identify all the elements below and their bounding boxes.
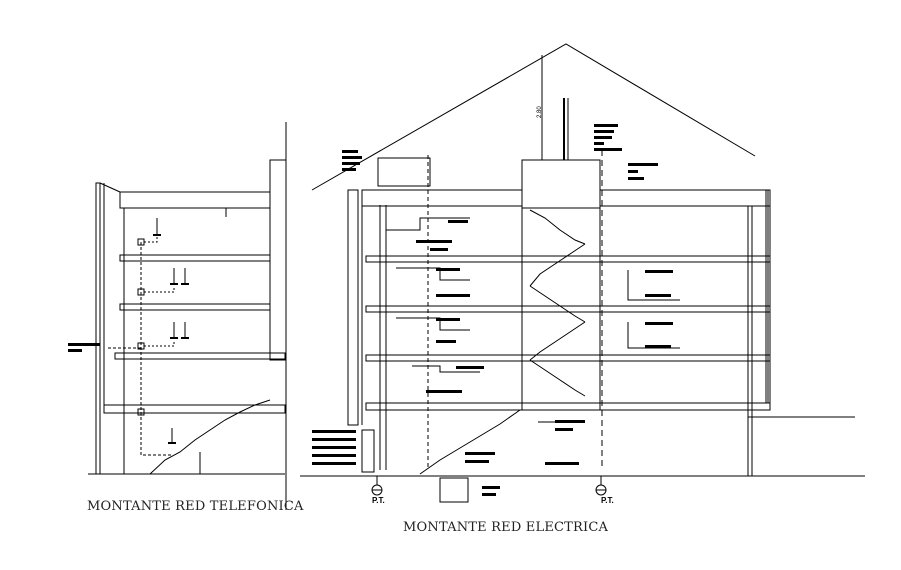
slab-1 <box>365 402 771 411</box>
junction-box-1 <box>137 408 145 416</box>
stair-tower <box>521 159 601 209</box>
roof-slab <box>119 191 271 209</box>
cad-label-blocks <box>312 124 673 496</box>
roof-slab-left <box>361 189 523 207</box>
ground-electrode-right <box>595 476 607 496</box>
slab-4 <box>365 255 771 263</box>
roof-edge-left <box>99 182 121 193</box>
slab-floor-2 <box>114 352 286 360</box>
ground-label-left: P.T. <box>372 496 385 505</box>
telephone-riser-caption: MONTANTE RED TELEFONICA <box>87 499 304 514</box>
roof-slab-right <box>599 189 771 207</box>
right-wall-left-section <box>269 159 287 361</box>
electric-riser-caption: MONTANTE RED ELECTRICA <box>403 520 609 535</box>
telephone-riser-line <box>140 242 172 456</box>
slab-2 <box>365 354 771 362</box>
slab-floor-3 <box>119 303 271 311</box>
stair-run-left <box>149 399 271 475</box>
ground-label-right: P.T. <box>601 496 614 505</box>
right-elevation-strip <box>767 189 771 404</box>
slab-floor-1 <box>103 404 286 414</box>
roof-outline <box>311 43 756 191</box>
mast-dimension-label: 2.80 <box>537 106 543 118</box>
main-panel-box <box>439 477 469 503</box>
note-blocks-left <box>68 343 100 352</box>
circuit-branches <box>386 217 680 423</box>
distribution-board <box>361 429 375 473</box>
ground-electrode-left <box>371 476 383 496</box>
facade-wall-left <box>347 189 359 426</box>
left-wall <box>95 182 101 475</box>
electric-riser-section <box>300 43 865 503</box>
slab-floor-4 <box>119 254 271 262</box>
roof-panel-box <box>377 157 431 187</box>
stair-flights <box>419 209 586 475</box>
telephone-riser-section <box>68 122 287 510</box>
telephone-outlets <box>144 218 189 444</box>
